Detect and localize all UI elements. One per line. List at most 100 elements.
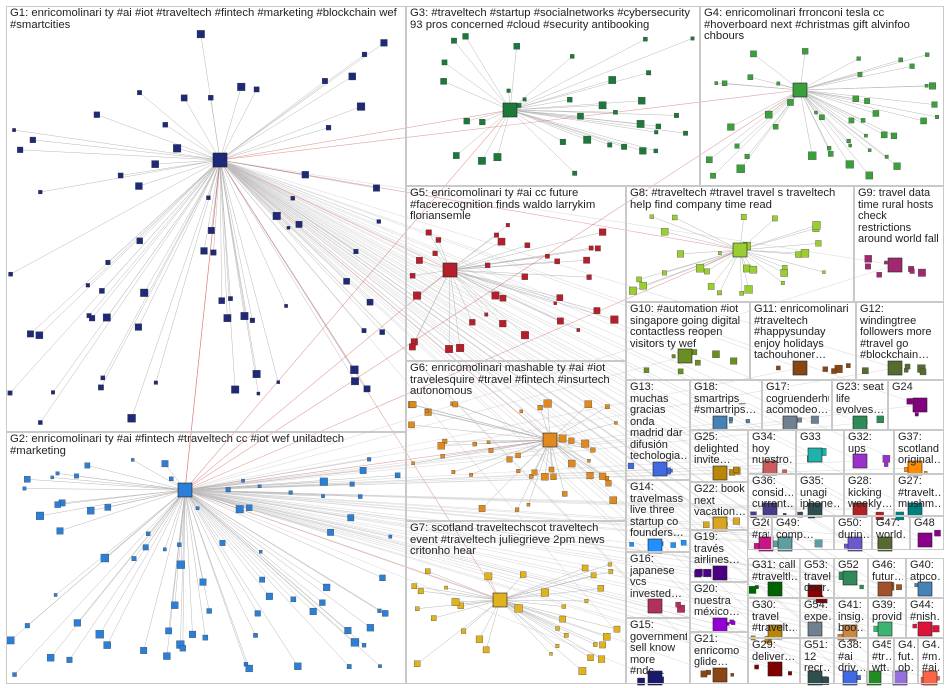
node[interactable] (570, 54, 575, 59)
node[interactable] (581, 439, 590, 448)
node[interactable] (815, 240, 822, 247)
node[interactable] (73, 619, 81, 627)
node[interactable] (288, 490, 293, 495)
node[interactable] (417, 588, 424, 595)
node[interactable] (810, 415, 819, 424)
node[interactable] (576, 328, 581, 332)
node[interactable] (880, 131, 888, 139)
node[interactable] (17, 146, 24, 153)
node[interactable] (865, 171, 874, 180)
node[interactable] (610, 315, 619, 324)
hub-node[interactable] (762, 460, 778, 476)
node[interactable] (235, 505, 244, 514)
node[interactable] (649, 214, 654, 219)
node[interactable] (361, 643, 367, 648)
node[interactable] (479, 119, 486, 126)
group-g34[interactable]: G34: hoy nuestro… (748, 430, 796, 474)
node[interactable] (189, 630, 196, 638)
node[interactable] (290, 596, 297, 603)
node[interactable] (169, 476, 174, 482)
node[interactable] (599, 228, 607, 236)
node[interactable] (258, 550, 263, 554)
node[interactable] (208, 95, 214, 101)
node[interactable] (162, 547, 167, 552)
node[interactable] (38, 190, 43, 195)
node[interactable] (254, 610, 261, 617)
node[interactable] (736, 164, 745, 173)
node[interactable] (555, 644, 560, 648)
node[interactable] (586, 274, 592, 280)
hub-node[interactable] (807, 447, 823, 463)
node[interactable] (38, 420, 43, 425)
node[interactable] (484, 262, 491, 268)
node[interactable] (456, 344, 465, 352)
node[interactable] (593, 642, 598, 647)
hub-node[interactable] (767, 661, 783, 677)
hub-node[interactable] (907, 460, 923, 476)
hub-node[interactable] (712, 565, 728, 581)
node[interactable] (703, 521, 710, 528)
node[interactable] (514, 604, 523, 613)
node[interactable] (140, 647, 148, 654)
group-g15[interactable]: G15: government sell know more #ndc… (626, 618, 690, 684)
node[interactable] (408, 421, 415, 429)
node[interactable] (639, 281, 647, 290)
node[interactable] (348, 72, 356, 81)
node[interactable] (349, 481, 355, 487)
node[interactable] (583, 256, 590, 264)
node[interactable] (435, 237, 442, 243)
node[interactable] (452, 401, 459, 408)
node[interactable] (379, 574, 386, 582)
node[interactable] (321, 78, 328, 84)
node[interactable] (828, 151, 834, 157)
node[interactable] (867, 148, 872, 152)
node[interactable] (561, 604, 566, 609)
node[interactable] (415, 606, 420, 611)
node[interactable] (918, 268, 926, 277)
node[interactable] (683, 130, 688, 136)
node[interactable] (272, 211, 281, 220)
node[interactable] (356, 102, 366, 111)
node[interactable] (478, 156, 486, 165)
node[interactable] (924, 84, 929, 88)
node[interactable] (674, 112, 679, 118)
node[interactable] (196, 30, 205, 39)
node[interactable] (852, 95, 859, 103)
hub-node[interactable] (887, 360, 903, 376)
node[interactable] (676, 250, 684, 258)
node[interactable] (559, 615, 566, 623)
node[interactable] (475, 635, 483, 643)
node[interactable] (655, 123, 662, 130)
node[interactable] (367, 457, 372, 462)
node[interactable] (909, 268, 915, 274)
node[interactable] (353, 248, 359, 255)
node[interactable] (845, 160, 854, 169)
group-g47[interactable]: G47: world… (872, 516, 910, 550)
node[interactable] (587, 459, 591, 463)
node[interactable] (210, 249, 217, 256)
node[interactable] (732, 517, 740, 525)
hub-node[interactable] (917, 581, 933, 597)
node[interactable] (594, 245, 601, 252)
node[interactable] (749, 265, 758, 274)
hub-node[interactable] (922, 670, 938, 686)
node[interactable] (721, 80, 728, 86)
node[interactable] (703, 568, 712, 578)
node[interactable] (451, 37, 457, 44)
hub-node[interactable] (807, 621, 823, 637)
node[interactable] (714, 81, 719, 85)
node[interactable] (294, 662, 302, 670)
group-g9[interactable]: G9: travel data time rural hosts check r… (854, 186, 944, 302)
hub-node[interactable] (807, 584, 823, 600)
hub-node[interactable] (777, 536, 793, 552)
node[interactable] (545, 254, 550, 259)
node[interactable] (46, 654, 55, 662)
node[interactable] (424, 568, 431, 574)
node[interactable] (100, 553, 110, 563)
node[interactable] (808, 151, 817, 160)
node[interactable] (584, 400, 593, 408)
node[interactable] (373, 184, 380, 192)
node[interactable] (50, 475, 54, 480)
node[interactable] (55, 471, 60, 476)
node[interactable] (36, 511, 45, 520)
